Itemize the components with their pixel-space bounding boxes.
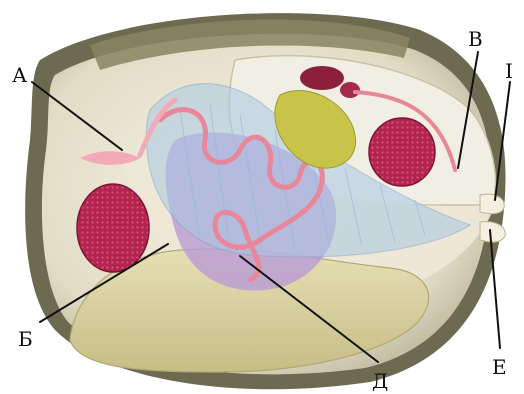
label-a: А	[12, 63, 27, 87]
label-d: Д	[372, 369, 388, 393]
label-v: В	[468, 27, 483, 51]
label-b: Б	[18, 327, 33, 351]
heart	[300, 66, 344, 90]
heart-auricle	[340, 82, 360, 98]
label-i: I	[505, 59, 513, 83]
label-e: Е	[492, 355, 507, 379]
anterior-adductor-muscle	[77, 184, 149, 272]
posterior-adductor-muscle	[369, 118, 435, 186]
